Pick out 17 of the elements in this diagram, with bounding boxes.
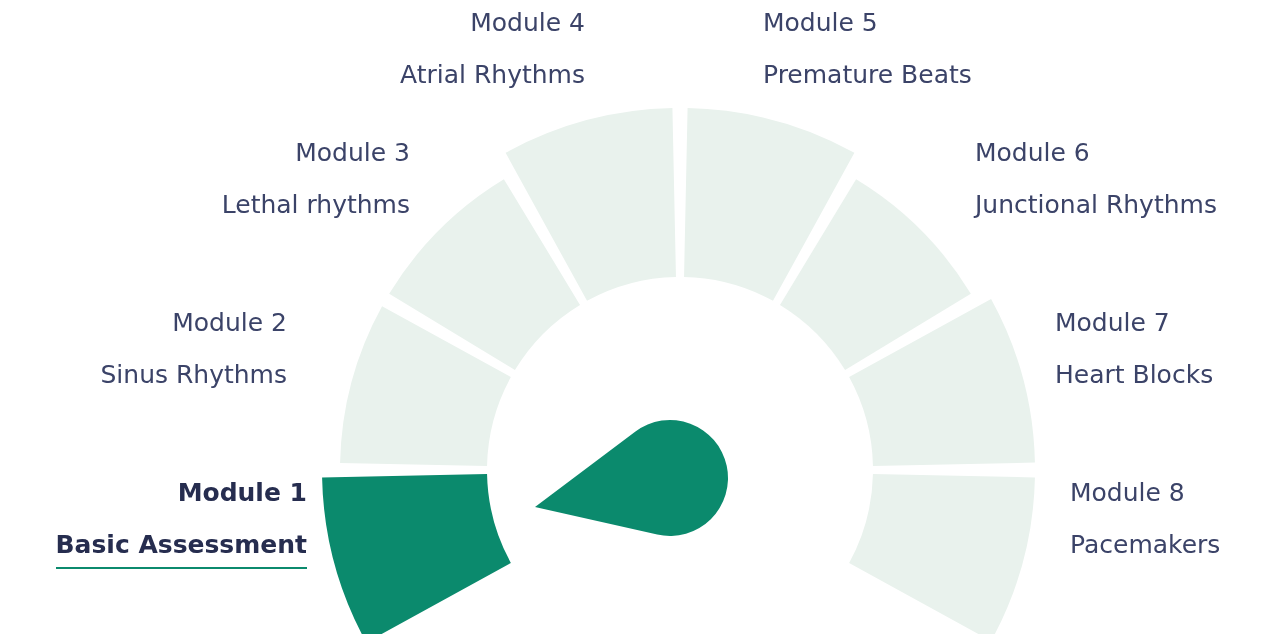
module-number: Module 7 (1055, 308, 1170, 338)
gauge-segment (55, 474, 511, 634)
module-number: Module 2 (172, 308, 287, 338)
module-title: Atrial Rhythms (400, 60, 585, 90)
module-title: Lethal rhythms (221, 190, 410, 220)
module-title: Junctional Rhythms (975, 190, 1217, 220)
module-number: Module 1 (177, 478, 307, 508)
module-number: Module 6 (975, 138, 1090, 168)
module-number: Module 4 (470, 8, 585, 38)
module-number: Module 3 (295, 138, 410, 168)
module-title: Premature Beats (763, 60, 972, 90)
module-number: Module 5 (763, 8, 878, 38)
module-title: Pacemakers (1070, 530, 1221, 560)
module-number: Module 8 (1070, 478, 1185, 508)
module-title: Sinus Rhythms (100, 360, 287, 390)
module-title: Heart Blocks (1055, 360, 1214, 390)
module-title: Basic Assessment (55, 530, 307, 560)
